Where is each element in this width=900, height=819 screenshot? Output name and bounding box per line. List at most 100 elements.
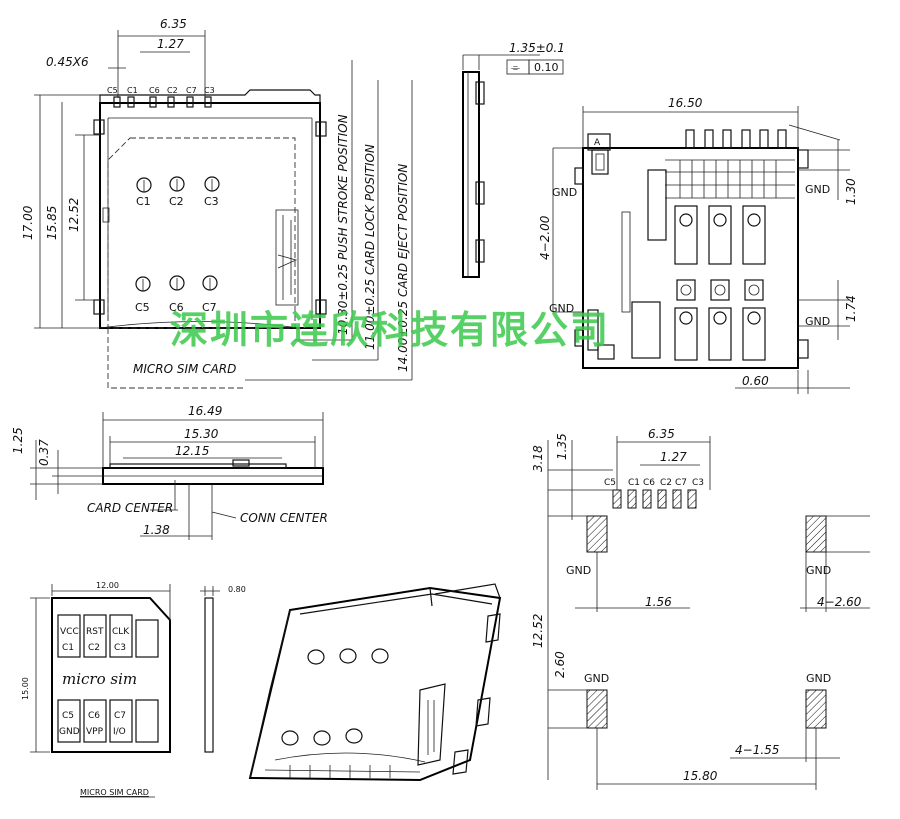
card-label-c6: C6 bbox=[88, 711, 100, 721]
contact-label-c3: C3 bbox=[204, 195, 219, 208]
gnd-pad-3 bbox=[586, 689, 608, 729]
fp-gnd-label-1: GND bbox=[566, 564, 591, 577]
gnd-label-bv-3: GND bbox=[549, 302, 574, 315]
fp-dim-15-80: 15.80 bbox=[683, 769, 718, 783]
dim-1-30: 1.30 bbox=[844, 178, 858, 205]
dim-1-38: 1.38 bbox=[143, 523, 170, 537]
card-dim-12-00: 12.00 bbox=[96, 581, 119, 590]
pin-label-c7: C7 bbox=[186, 86, 197, 95]
card-center-label: CARD CENTER bbox=[87, 501, 173, 515]
fp-dim-4x2-60: 4−2.60 bbox=[817, 595, 862, 609]
contacts-lower bbox=[135, 275, 218, 292]
fp-pin-c3: C3 bbox=[692, 478, 704, 488]
pin-label-c6: C6 bbox=[149, 86, 160, 95]
slot-rows bbox=[665, 159, 795, 199]
card-eject-label: 14.00±0.25 CARD EJECT POSITION bbox=[396, 164, 410, 372]
top-pins bbox=[113, 96, 212, 108]
isometric-view bbox=[248, 583, 502, 782]
side-view: 1.35±0.1 ⌯ 0.10 bbox=[462, 41, 565, 278]
micro-sim-caption: MICRO SIM CARD bbox=[80, 788, 149, 797]
fp-pin-c6: C6 bbox=[643, 478, 655, 488]
card-label-clk: CLK bbox=[112, 627, 130, 637]
dim-1-74: 1.74 bbox=[844, 295, 858, 322]
bottom-top-pins bbox=[685, 129, 787, 149]
card-label-c7: C7 bbox=[114, 711, 126, 721]
dim-12-52-left: 12.52 bbox=[67, 198, 81, 232]
card-lock-label: 11.00±0.25 CARD LOCK POSITION bbox=[363, 144, 377, 350]
dim-16-49: 16.49 bbox=[188, 404, 222, 418]
fp-dim-4x1-55: 4−1.55 bbox=[735, 743, 779, 757]
watermark-text: 深圳市连欣科技有限公司 bbox=[170, 308, 610, 352]
contact-label-c7: C7 bbox=[202, 301, 217, 314]
gnd-pad-2 bbox=[805, 515, 827, 553]
fp-dim-1-56: 1.56 bbox=[645, 595, 672, 609]
micro-sim-card-label: MICRO SIM CARD bbox=[133, 362, 236, 376]
connector-outline bbox=[99, 102, 321, 329]
fp-gnd-label-4: GND bbox=[806, 672, 831, 685]
fp-dim-6-35: 6.35 bbox=[648, 427, 675, 441]
card-label-c3: C3 bbox=[114, 643, 126, 653]
fp-dim-1-27: 1.27 bbox=[660, 450, 687, 464]
card-outline-dashed bbox=[107, 137, 296, 329]
gnd-pad-1 bbox=[586, 515, 608, 553]
micro-sim-text: micro sim bbox=[62, 670, 137, 688]
pin-a-label: A bbox=[594, 138, 601, 148]
pin-label-c1: C1 bbox=[127, 86, 138, 95]
contact-label-c6: C6 bbox=[169, 301, 184, 314]
dim-4x2-00: 4−2.00 bbox=[538, 215, 552, 260]
card-label-c5: C5 bbox=[62, 711, 74, 721]
top-view: 6.35 1.27 0.45X6 17.00 15.85 12.52 10.30… bbox=[21, 17, 413, 389]
fp-pin-c1: C1 bbox=[628, 478, 640, 488]
fp-dim-2-60: 2.60 bbox=[553, 651, 567, 678]
footprint-pins bbox=[612, 489, 697, 509]
dim-15-30: 15.30 bbox=[184, 427, 219, 441]
dim-12-15: 12.15 bbox=[175, 444, 209, 458]
front-view: 16.49 15.30 12.15 1.25 0.37 CARD CENTER … bbox=[11, 404, 328, 540]
dim-6-35: 6.35 bbox=[160, 17, 187, 31]
contact-label-c1: C1 bbox=[136, 195, 151, 208]
fp-pin-c5: C5 bbox=[604, 478, 616, 488]
flatness-symbol: ⌯ bbox=[511, 61, 520, 74]
card-label-gnd: GND bbox=[59, 727, 80, 737]
micro-sim-card-view: VCC C1 RST C2 CLK C3 C5 GND C6 VPP C7 I/… bbox=[21, 581, 246, 798]
card-dim-0-80: 0.80 bbox=[228, 585, 246, 594]
fp-dim-12-52: 12.52 bbox=[531, 614, 545, 648]
bottom-view: A bbox=[538, 96, 858, 394]
card-label-c2: C2 bbox=[88, 643, 100, 653]
dim-1-27: 1.27 bbox=[157, 37, 184, 51]
sim-card-side bbox=[204, 597, 214, 753]
gnd-pad-4 bbox=[805, 689, 827, 729]
dim-1-25: 1.25 bbox=[11, 427, 25, 454]
pin-label-c5: C5 bbox=[107, 86, 118, 95]
sim-card-outline bbox=[51, 597, 171, 753]
card-label-io: I/O bbox=[113, 727, 126, 737]
dim-0-45x6: 0.45X6 bbox=[46, 55, 89, 69]
contact-label-c2: C2 bbox=[169, 195, 184, 208]
card-label-rst: RST bbox=[86, 627, 104, 637]
gnd-label-bv-4: GND bbox=[805, 315, 830, 328]
dim-1-35-tol: 1.35±0.1 bbox=[509, 41, 565, 55]
fp-gnd-label-3: GND bbox=[584, 672, 609, 685]
push-stroke-label: 10.30±0.25 PUSH STROKE POSITION bbox=[336, 114, 350, 335]
fp-pin-c2: C2 bbox=[660, 478, 672, 488]
card-dim-15-00: 15.00 bbox=[21, 677, 30, 700]
dim-17-00: 17.00 bbox=[21, 205, 35, 240]
dim-16-50: 16.50 bbox=[668, 96, 703, 110]
dim-0-37: 0.37 bbox=[37, 439, 51, 466]
pin-label-c2: C2 bbox=[167, 86, 178, 95]
gnd-label-bv-1: GND bbox=[552, 186, 577, 199]
dim-0-60: 0.60 bbox=[742, 374, 769, 388]
fp-dim-1-35: 1.35 bbox=[555, 433, 569, 460]
card-label-vcc: VCC bbox=[60, 627, 79, 637]
dim-15-85: 15.85 bbox=[45, 206, 59, 240]
pin-label-c3: C3 bbox=[204, 86, 215, 95]
fp-pin-c7: C7 bbox=[675, 478, 687, 488]
contact-label-c5: C5 bbox=[135, 301, 150, 314]
pcb-footprint: C5 C1 C6 C2 C7 C3 3.18 1.35 6.35 1.27 12 bbox=[531, 427, 870, 790]
card-label-vpp: VPP bbox=[86, 727, 104, 737]
contacts-upper bbox=[136, 176, 220, 193]
fp-dim-3-18: 3.18 bbox=[531, 445, 545, 472]
card-label-c1: C1 bbox=[62, 643, 74, 653]
fp-gnd-label-2: GND bbox=[806, 564, 831, 577]
